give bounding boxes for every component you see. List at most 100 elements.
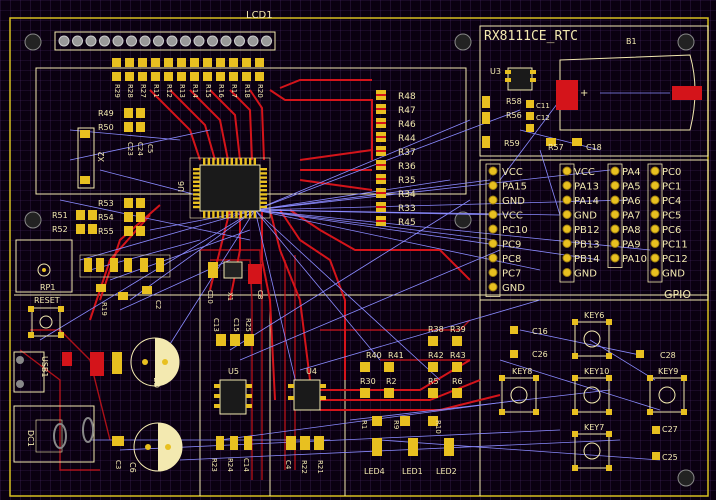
header-pin[interactable] [610, 253, 620, 263]
key-switch[interactable] [499, 375, 539, 415]
header-pin[interactable] [610, 166, 620, 176]
header-pin[interactable] [650, 268, 660, 277]
header-pin[interactable] [562, 210, 572, 219]
capacitor-c7[interactable] [130, 337, 180, 387]
key-switch[interactable] [572, 319, 612, 359]
lcd-pin [220, 35, 232, 47]
header-pin[interactable] [610, 195, 620, 205]
chip-u4[interactable] [286, 379, 326, 450]
key-buttons[interactable] [499, 319, 687, 471]
resistor-label: R37 [398, 148, 416, 158]
header-pin[interactable] [650, 166, 660, 176]
header-pin[interactable] [488, 253, 498, 263]
header-pin[interactable] [610, 239, 620, 248]
header-pin[interactable] [650, 239, 660, 248]
resistor-pad [216, 72, 225, 81]
resistor-label: R17 [230, 84, 238, 98]
mcu-pin [221, 211, 224, 218]
reset-button[interactable] [28, 306, 64, 338]
header-pin[interactable] [488, 195, 498, 205]
c28-label: C28 [660, 351, 676, 360]
resistor-pad [124, 212, 133, 222]
mcu-pin [193, 205, 200, 209]
usb-connector[interactable] [13, 351, 122, 393]
crystal-x2[interactable] [77, 127, 95, 189]
header-pin[interactable] [562, 166, 572, 176]
header-pin[interactable] [650, 195, 660, 205]
chip-u5[interactable] [214, 379, 252, 415]
key-switch[interactable] [572, 375, 612, 415]
header-pin[interactable] [488, 210, 498, 219]
battery-b1[interactable] [556, 54, 702, 131]
header-pin[interactable] [650, 224, 660, 234]
header-pin[interactable] [562, 268, 572, 277]
header-pin-label: PA9 [622, 240, 641, 251]
resistor-pad [88, 224, 97, 234]
u3-label: U3 [490, 67, 501, 76]
header-pin-label: PC5 [662, 211, 681, 222]
header-pin[interactable] [488, 166, 498, 176]
resistor-label: R46 [398, 120, 416, 130]
trace-stub [376, 206, 386, 208]
capacitor-c6[interactable] [133, 422, 183, 472]
header-pin[interactable] [562, 181, 572, 190]
header-pin[interactable] [650, 253, 660, 263]
resistor-label: R51 [52, 211, 68, 220]
header-pin[interactable] [562, 224, 572, 234]
key7-label: KEY7 [584, 423, 604, 432]
ratsnest-lines [39, 99, 661, 461]
led-group[interactable] [372, 438, 454, 456]
lcd-pin [126, 35, 137, 47]
header-pin[interactable] [610, 224, 620, 234]
reset-label: RESET [34, 296, 60, 305]
r38-label: R38 [428, 325, 444, 334]
header-pin[interactable] [562, 253, 572, 263]
header-pin[interactable] [562, 239, 572, 248]
header-pin[interactable] [562, 195, 572, 205]
mcu-pin [212, 211, 215, 218]
header-pin-label: PA5 [622, 182, 641, 193]
mcu-pin [260, 189, 267, 192]
resistor-pad [255, 72, 264, 81]
header-pin[interactable] [610, 210, 620, 219]
led4-label: LED4 [364, 467, 385, 476]
lcd-pin [139, 35, 151, 47]
mcu-pin [226, 211, 229, 218]
capacitor-c3[interactable] [112, 436, 124, 446]
header-pin[interactable] [488, 282, 498, 292]
mcu-pin [193, 193, 200, 196]
mcu-u6[interactable] [189, 157, 271, 219]
header-pin[interactable] [610, 181, 620, 190]
mounting-holes [24, 33, 695, 487]
header-pin-label: PC1 [662, 182, 681, 193]
potentiometer-rp1[interactable] [37, 263, 51, 277]
header-pin[interactable] [488, 224, 498, 234]
dc-jack[interactable] [13, 405, 95, 463]
mcu-pin [249, 211, 252, 218]
lcd-header[interactable] [54, 31, 276, 51]
mcu-pin [216, 211, 220, 218]
header-pin[interactable] [488, 268, 498, 277]
rtc-title: RX8111CE_RTC [484, 29, 578, 44]
rtc-chip-u3[interactable] [505, 67, 536, 91]
r1-label: R1 [360, 420, 368, 429]
key-switch[interactable] [647, 375, 687, 415]
resistor-pad [136, 212, 145, 222]
resistor-pad [190, 58, 199, 67]
header-pin[interactable] [488, 181, 498, 190]
key-switch[interactable] [572, 431, 612, 471]
header-pin[interactable] [488, 239, 498, 248]
resistor-pad [242, 72, 251, 81]
gpio-headers[interactable]: VCCPA15GNDVCCPC10PC9PC8PC7GNDVCCPA13PA14… [485, 163, 688, 297]
c11-label: C11 [536, 102, 550, 110]
header-pin[interactable] [650, 181, 660, 190]
header-pin-label: PC10 [502, 225, 528, 236]
mcu-pin [193, 176, 200, 179]
header-pin[interactable] [650, 210, 660, 219]
resistor-pad [255, 58, 264, 67]
resistor-pad [124, 108, 133, 118]
c16-label: C16 [532, 327, 548, 336]
resistor-pad [136, 122, 145, 132]
dc1-label: DC1 [26, 430, 35, 447]
